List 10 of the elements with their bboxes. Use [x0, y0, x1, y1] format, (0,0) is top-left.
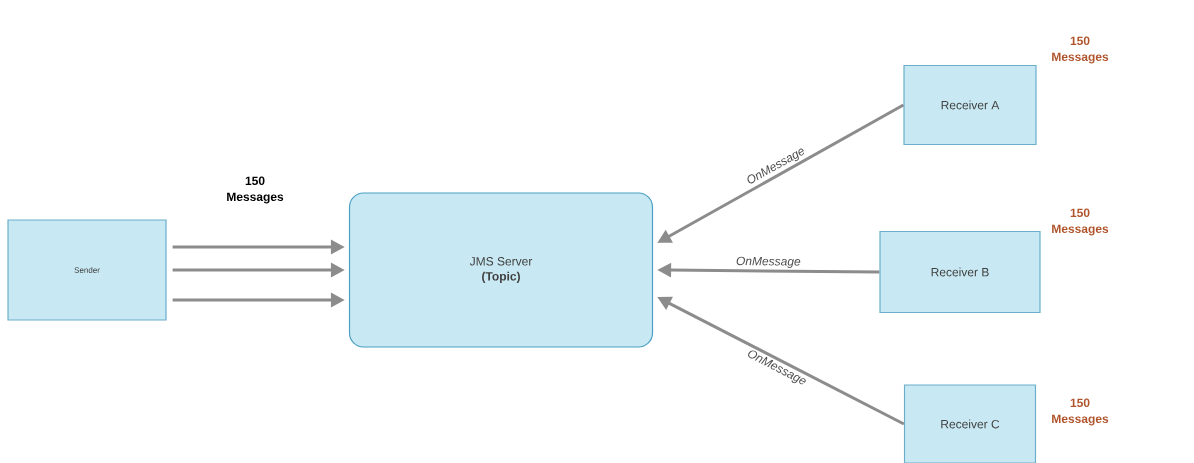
message-count: 150 Messages: [1052, 398, 1109, 426]
process-box: Receiver C: [903, 384, 1037, 463]
message-count: 150 Messages: [1052, 36, 1109, 64]
process-box: Receiver B: [879, 230, 1041, 314]
edge-label: OnMessage: [736, 256, 801, 268]
server-box: JMS Server (Topic): [348, 192, 654, 348]
process-box: Sender: [7, 219, 167, 321]
process-box: Receiver A: [903, 64, 1037, 146]
message-count: 150 Messages: [227, 176, 284, 204]
message-count: 150 Messages: [1052, 208, 1109, 236]
